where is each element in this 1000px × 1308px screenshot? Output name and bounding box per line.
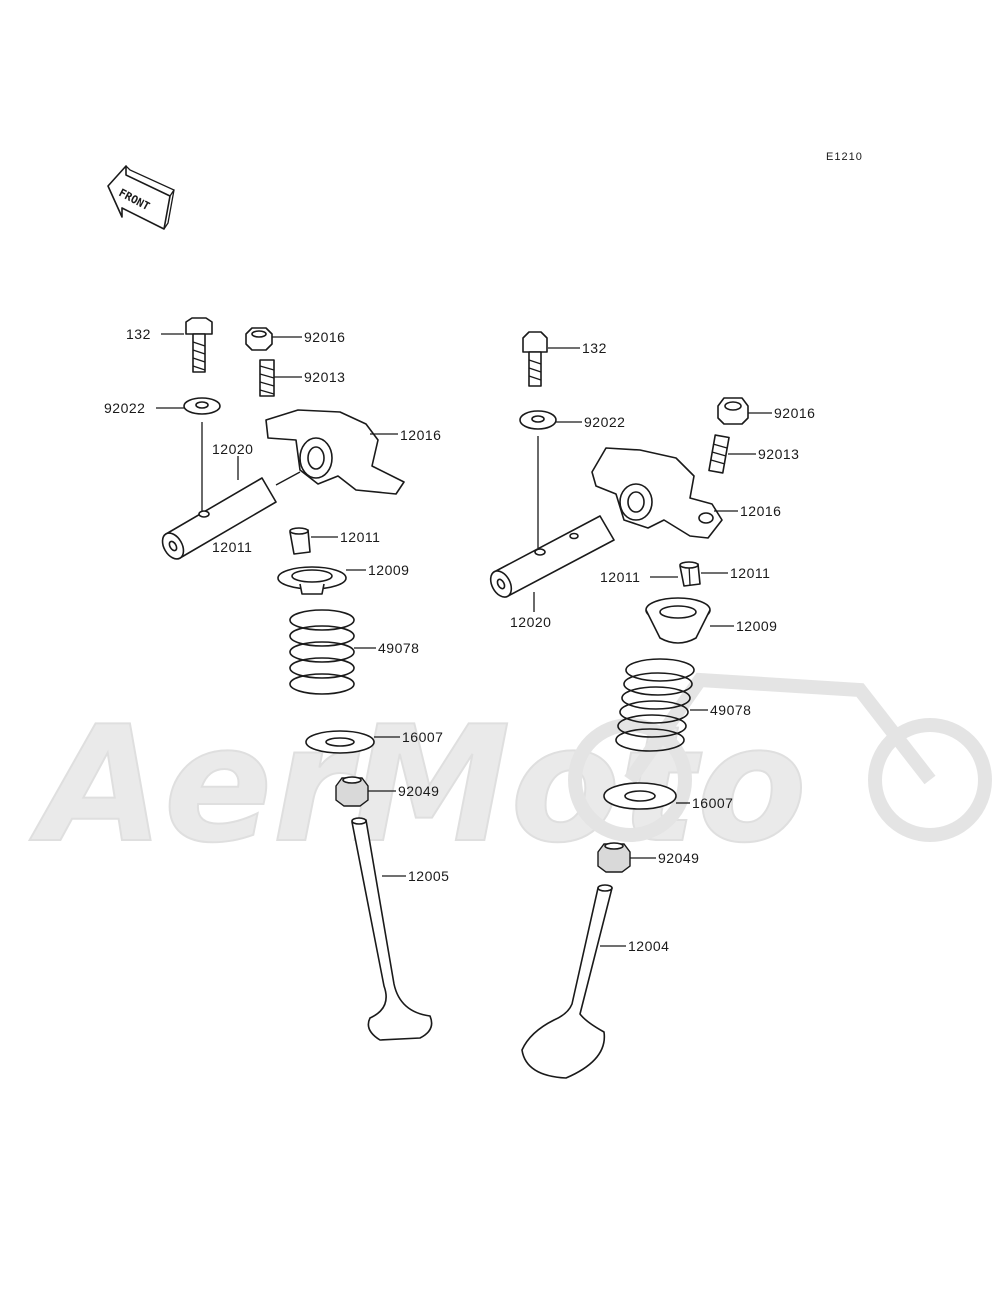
adjust-screw-92013-right: 92013 — [708, 434, 799, 474]
valve-12004-right: 12004 — [521, 884, 669, 1079]
label-rocker-arm-right: 12016 — [740, 503, 781, 519]
washer-92022-left: 92022 — [104, 397, 221, 512]
spring-49078-left: 49078 — [289, 609, 419, 695]
spring-49078-right: 49078 — [615, 658, 751, 752]
label-retainer-left: 12009 — [368, 562, 409, 578]
label-stem-seal-right: 92049 — [658, 850, 699, 866]
label-cotter-right-right: 12011 — [730, 565, 770, 581]
bolt-132-left: 132 — [126, 317, 213, 373]
label-nut-left: 92016 — [304, 329, 345, 345]
label-valve-right: 12004 — [628, 938, 669, 954]
label-valve-left: 12005 — [408, 868, 449, 884]
label-spring-right: 49078 — [710, 702, 751, 718]
label-cotter-lower-left: 12011 — [340, 529, 380, 545]
label-stem-seal-left: 92049 — [398, 783, 439, 799]
label-washer-right: 92022 — [584, 414, 625, 430]
rocker-shaft-12020-left: 12020 — [161, 441, 301, 560]
label-nut-right: 92016 — [774, 405, 815, 421]
left-assembly: 132 92016 92013 92022 — [104, 317, 449, 1041]
adjust-screw-92013-left: 92013 — [259, 359, 345, 397]
stem-seal-92049-left: 92049 — [335, 776, 439, 807]
diagram-code: E1210 — [826, 151, 863, 163]
label-cotter-left-right: 12011 — [600, 569, 640, 585]
nut-92016-left: 92016 — [245, 327, 345, 351]
label-spring-seat-left: 16007 — [402, 729, 443, 745]
washer-92022-right: 92022 — [519, 410, 625, 548]
label-washer-left: 92022 — [104, 400, 145, 416]
retainer-12009-right: 12009 — [645, 597, 777, 644]
label-cotter-upper-left: 12011 — [212, 539, 252, 555]
label-adjust-screw-right: 92013 — [758, 446, 799, 462]
label-rocker-arm-left: 12016 — [400, 427, 441, 443]
label-spring-left: 49078 — [378, 640, 419, 656]
rocker-arm-12016-left: 12016 — [265, 409, 441, 495]
rocker-shaft-12020-right: 12020 — [489, 515, 615, 630]
spring-seat-16007-left: 16007 — [305, 729, 443, 754]
label-rocker-shaft-left: 12020 — [212, 441, 253, 457]
label-retainer-right: 12009 — [736, 618, 777, 634]
cotter-12011-right: 12011 12011 — [600, 561, 770, 587]
right-assembly: 132 92022 92016 92013 — [489, 331, 815, 1079]
front-arrow-icon: FRONT — [107, 165, 175, 230]
label-rocker-shaft-right: 12020 — [510, 614, 551, 630]
cotter-12011-left: 12011 — [289, 527, 380, 555]
rocker-arm-12016-right: 12016 — [591, 447, 781, 539]
bolt-132-right: 132 — [522, 331, 607, 387]
label-spring-seat-right: 16007 — [692, 795, 733, 811]
label-bolt-right: 132 — [582, 340, 607, 356]
label-bolt-left: 132 — [126, 326, 151, 342]
watermark: AerMoto — [28, 672, 992, 879]
stem-seal-92049-right: 92049 — [597, 842, 699, 873]
valve-12005-left: 12005 — [351, 817, 449, 1041]
label-adjust-screw-left: 92013 — [304, 369, 345, 385]
spring-seat-16007-right: 16007 — [603, 782, 733, 811]
nut-92016-right: 92016 — [717, 397, 815, 425]
retainer-12009-left: 12009 — [277, 562, 409, 595]
